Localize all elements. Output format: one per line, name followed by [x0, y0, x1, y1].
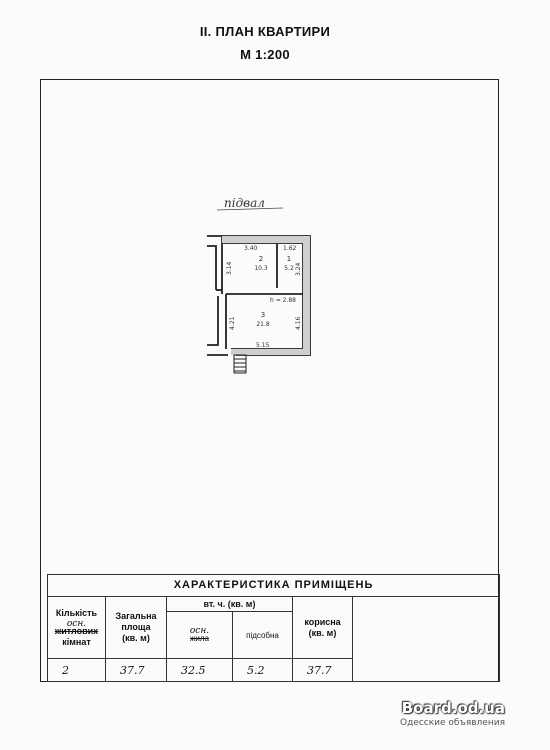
dimension-top-left: 3.40	[244, 245, 258, 252]
room-3-area: 21.8	[256, 321, 270, 328]
dimension-right-lower: 4.16	[295, 316, 302, 330]
col-living-handwritten: осн.	[189, 626, 210, 636]
col-group-including: вт. ч. (кв. м)	[166, 596, 293, 612]
document-title: II. ПЛАН КВАРТИРИ	[199, 24, 331, 39]
col-rooms-handwritten: осн.	[66, 618, 87, 629]
drawing-frame	[40, 79, 499, 682]
room-2-number: 2	[259, 255, 263, 263]
room-2-area: 10.3	[254, 265, 268, 272]
col-useful-area: корисна (кв. м)	[292, 596, 353, 659]
watermark-site: Board.od.ua	[401, 699, 505, 717]
dimension-left-upper: 3.14	[226, 261, 233, 275]
room-3-number: 3	[261, 311, 265, 319]
value-living-area: 32.5	[166, 658, 233, 682]
stairs	[233, 354, 247, 374]
watermark: Board.od.ua Одесские объявления	[400, 699, 505, 728]
height-mark: h = 2.88	[270, 297, 296, 304]
plan-walls	[207, 235, 311, 356]
col-auxiliary-area: підсобна	[232, 611, 293, 659]
characteristics-table: ХАРАКТЕРИСТИКА ПРИМІЩЕНЬ Кількість осн. …	[46, 574, 501, 682]
floor-label: підвал	[224, 196, 265, 210]
room-1-number: 1	[287, 255, 291, 263]
dimension-right-upper: 3.24	[295, 262, 302, 276]
characteristics-title: ХАРАКТЕРИСТИКА ПРИМІЩЕНЬ	[46, 574, 501, 597]
scale-label: М 1:200	[240, 47, 290, 62]
value-rooms: 2	[47, 658, 106, 682]
col-rooms-count: Кількість осн. житлових кімнат	[47, 596, 106, 659]
col-total-area: Загальна площа (кв. м)	[105, 596, 167, 659]
value-total-area: 37.7	[105, 658, 167, 682]
value-auxiliary-area: 5.2	[232, 658, 293, 682]
value-useful-area: 37.7	[292, 658, 353, 682]
room-1-area: 5.2	[284, 265, 294, 272]
watermark-caption: Одесские объявления	[400, 718, 505, 728]
dimension-bottom: 5.15	[256, 342, 270, 349]
wall-hatching	[222, 236, 310, 355]
col-living-area: осн. жила	[166, 611, 233, 659]
blank-cell	[351, 596, 501, 682]
dimension-left-lower: 4.21	[229, 316, 236, 330]
dimension-top-right: 1.62	[283, 245, 297, 252]
floor-label-underline	[216, 207, 284, 211]
